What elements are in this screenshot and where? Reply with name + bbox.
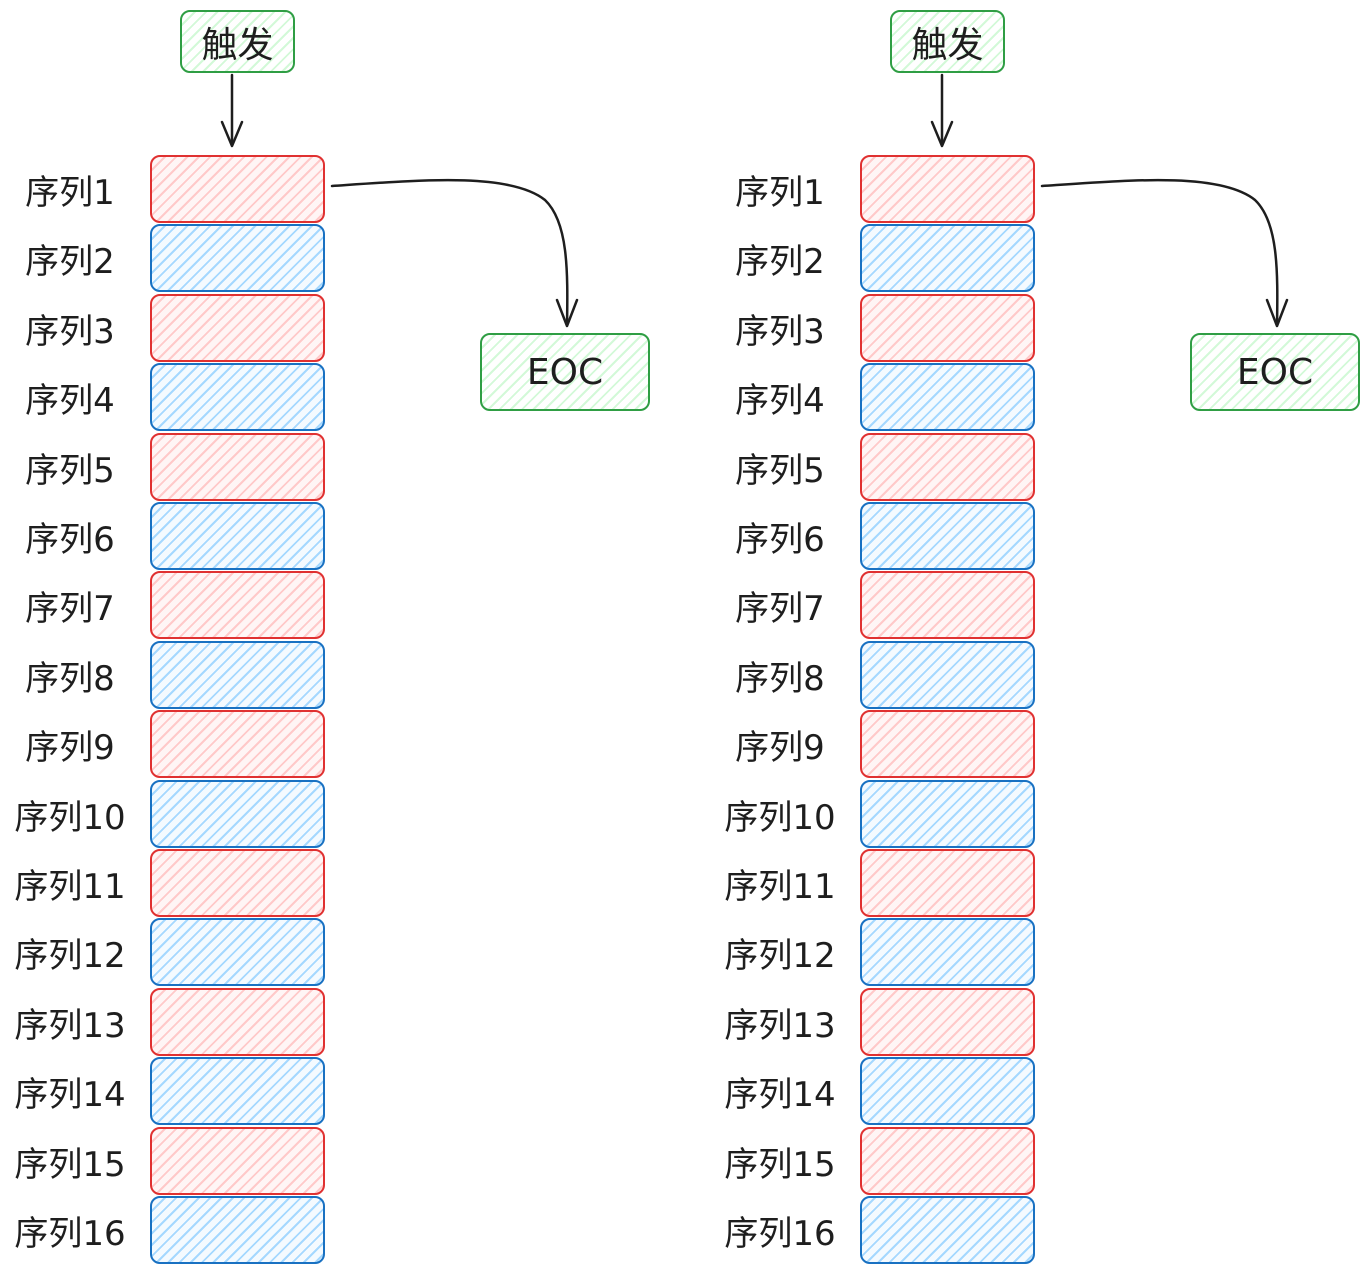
sequence-box-15[interactable] (860, 1127, 1035, 1195)
sequence-box-8[interactable] (860, 641, 1035, 709)
sequence-label-16: 序列16 (14, 1213, 126, 1254)
sequence-label-12: 序列12 (14, 935, 126, 976)
sequence-box-6[interactable] (860, 502, 1035, 570)
sequence-label-14: 序列14 (724, 1074, 836, 1115)
trigger-box[interactable]: 触发 (890, 10, 1005, 73)
sequence-box-10[interactable] (150, 780, 325, 848)
sequence-box-13[interactable] (860, 988, 1035, 1056)
arrows-layer (220, 73, 579, 328)
eoc-label: EOC (526, 351, 604, 393)
sequence-label-8: 序列8 (735, 658, 825, 699)
sequence-label-14: 序列14 (14, 1074, 126, 1115)
sequence-label-10: 序列10 (14, 797, 126, 838)
sequence-label-2: 序列2 (735, 241, 825, 282)
sequence-box-11[interactable] (860, 849, 1035, 917)
sequence-box-5[interactable] (860, 433, 1035, 501)
sequence-label-4: 序列4 (25, 380, 115, 421)
arrows-layer (930, 73, 1289, 328)
sequence-label-16: 序列16 (724, 1213, 836, 1254)
eoc-label: EOC (1236, 351, 1314, 393)
sequence-label-1: 序列1 (25, 172, 115, 213)
sequence-label-2: 序列2 (25, 241, 115, 282)
seq1-to-eoc-arrow (1040, 178, 1279, 327)
sequence-label-11: 序列11 (14, 866, 126, 907)
sequence-box-16[interactable] (860, 1196, 1035, 1264)
eoc-arrowhead (1265, 298, 1289, 328)
sequence-label-10: 序列10 (724, 797, 836, 838)
sequence-label-5: 序列5 (735, 450, 825, 491)
sequence-box-6[interactable] (150, 502, 325, 570)
sequence-box-15[interactable] (150, 1127, 325, 1195)
sequence-label-9: 序列9 (735, 727, 825, 768)
sequence-label-12: 序列12 (724, 935, 836, 976)
sequence-box-4[interactable] (860, 363, 1035, 431)
sequence-label-13: 序列13 (724, 1005, 836, 1046)
sequence-label-1: 序列1 (735, 172, 825, 213)
sequence-label-3: 序列3 (735, 311, 825, 352)
sequence-box-12[interactable] (150, 918, 325, 986)
sequence-label-15: 序列15 (14, 1144, 126, 1185)
sequence-box-14[interactable] (150, 1057, 325, 1125)
seq1-to-eoc-arrow (330, 178, 569, 327)
sequence-box-4[interactable] (150, 363, 325, 431)
sequence-label-3: 序列3 (25, 311, 115, 352)
sequence-label-4: 序列4 (735, 380, 825, 421)
eoc-arrowhead (555, 298, 579, 328)
sequence-box-16[interactable] (150, 1196, 325, 1264)
sequence-label-7: 序列7 (25, 588, 115, 629)
trigger-label: 触发 (911, 24, 984, 66)
sequence-box-1[interactable] (860, 155, 1035, 223)
sequence-box-14[interactable] (860, 1057, 1035, 1125)
sequence-box-11[interactable] (150, 849, 325, 917)
trigger-label: 触发 (201, 24, 274, 66)
sequence-box-5[interactable] (150, 433, 325, 501)
sequence-label-11: 序列11 (724, 866, 836, 907)
sequence-box-2[interactable] (860, 224, 1035, 292)
sequence-box-12[interactable] (860, 918, 1035, 986)
sequence-box-7[interactable] (860, 571, 1035, 639)
sequence-label-8: 序列8 (25, 658, 115, 699)
sequence-box-10[interactable] (860, 780, 1035, 848)
sequence-box-7[interactable] (150, 571, 325, 639)
sequence-label-9: 序列9 (25, 727, 115, 768)
sequence-label-6: 序列6 (735, 519, 825, 560)
diagram-panel-right: 触发 EOC 序列1 序列2 序列3 序列4 序列5 序列6 序列7 序列8 序列9 序列10 序列… (710, 0, 1369, 1273)
sequence-label-15: 序列15 (724, 1144, 836, 1185)
sequence-box-9[interactable] (860, 710, 1035, 778)
sequence-box-13[interactable] (150, 988, 325, 1056)
sequence-label-5: 序列5 (25, 450, 115, 491)
sequence-box-1[interactable] (150, 155, 325, 223)
eoc-box[interactable]: EOC (1190, 333, 1360, 411)
trigger-arrowhead (220, 120, 244, 148)
sequence-box-3[interactable] (150, 294, 325, 362)
diagram-panel-left: 触发 EOC 序列1 序列2 序列3 序列4 序列5 序列6 序列7 序列8 序列9 序列10 序列… (0, 0, 684, 1273)
sequence-label-7: 序列7 (735, 588, 825, 629)
sequence-box-9[interactable] (150, 710, 325, 778)
trigger-box[interactable]: 触发 (180, 10, 295, 73)
eoc-box[interactable]: EOC (480, 333, 650, 411)
sequence-box-2[interactable] (150, 224, 325, 292)
sequence-label-13: 序列13 (14, 1005, 126, 1046)
sequence-box-3[interactable] (860, 294, 1035, 362)
sequence-box-8[interactable] (150, 641, 325, 709)
trigger-arrowhead (930, 120, 954, 148)
sequence-label-6: 序列6 (25, 519, 115, 560)
